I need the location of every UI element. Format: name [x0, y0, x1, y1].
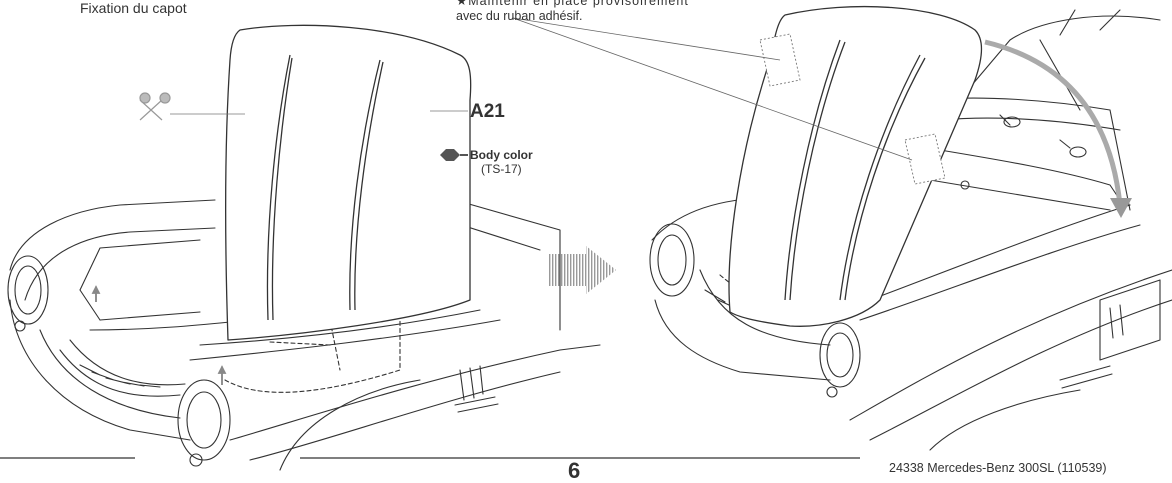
tape-note: ★Maintenir en place provisoirement avec … — [456, 0, 689, 24]
left-car-body — [7, 189, 601, 471]
hood-raised — [728, 5, 983, 327]
page-footer: 24338 Mercedes-Benz 300SL (110539) — [889, 461, 1107, 475]
tape-note-line1: ★Maintenir en place provisoirement — [456, 0, 689, 8]
step-heading: Fixation du capot — [80, 0, 187, 16]
hood-part-a21 — [224, 24, 472, 341]
part-label: A21 — [470, 101, 505, 122]
hood-open-arrow — [984, 39, 1132, 218]
cut-tape-icon — [139, 92, 245, 121]
step-arrow — [548, 246, 616, 294]
paint-callout: Body color (TS-17) — [470, 148, 533, 176]
paint-swatch — [440, 149, 468, 161]
page-number: 6 — [568, 458, 581, 483]
note-leaders — [512, 17, 913, 161]
paint-label: Body color — [470, 148, 533, 162]
paint-code: (TS-17) — [481, 162, 522, 176]
tape-note-line2: avec du ruban adhésif. — [456, 9, 583, 23]
left-alignment-arrows — [91, 285, 227, 385]
